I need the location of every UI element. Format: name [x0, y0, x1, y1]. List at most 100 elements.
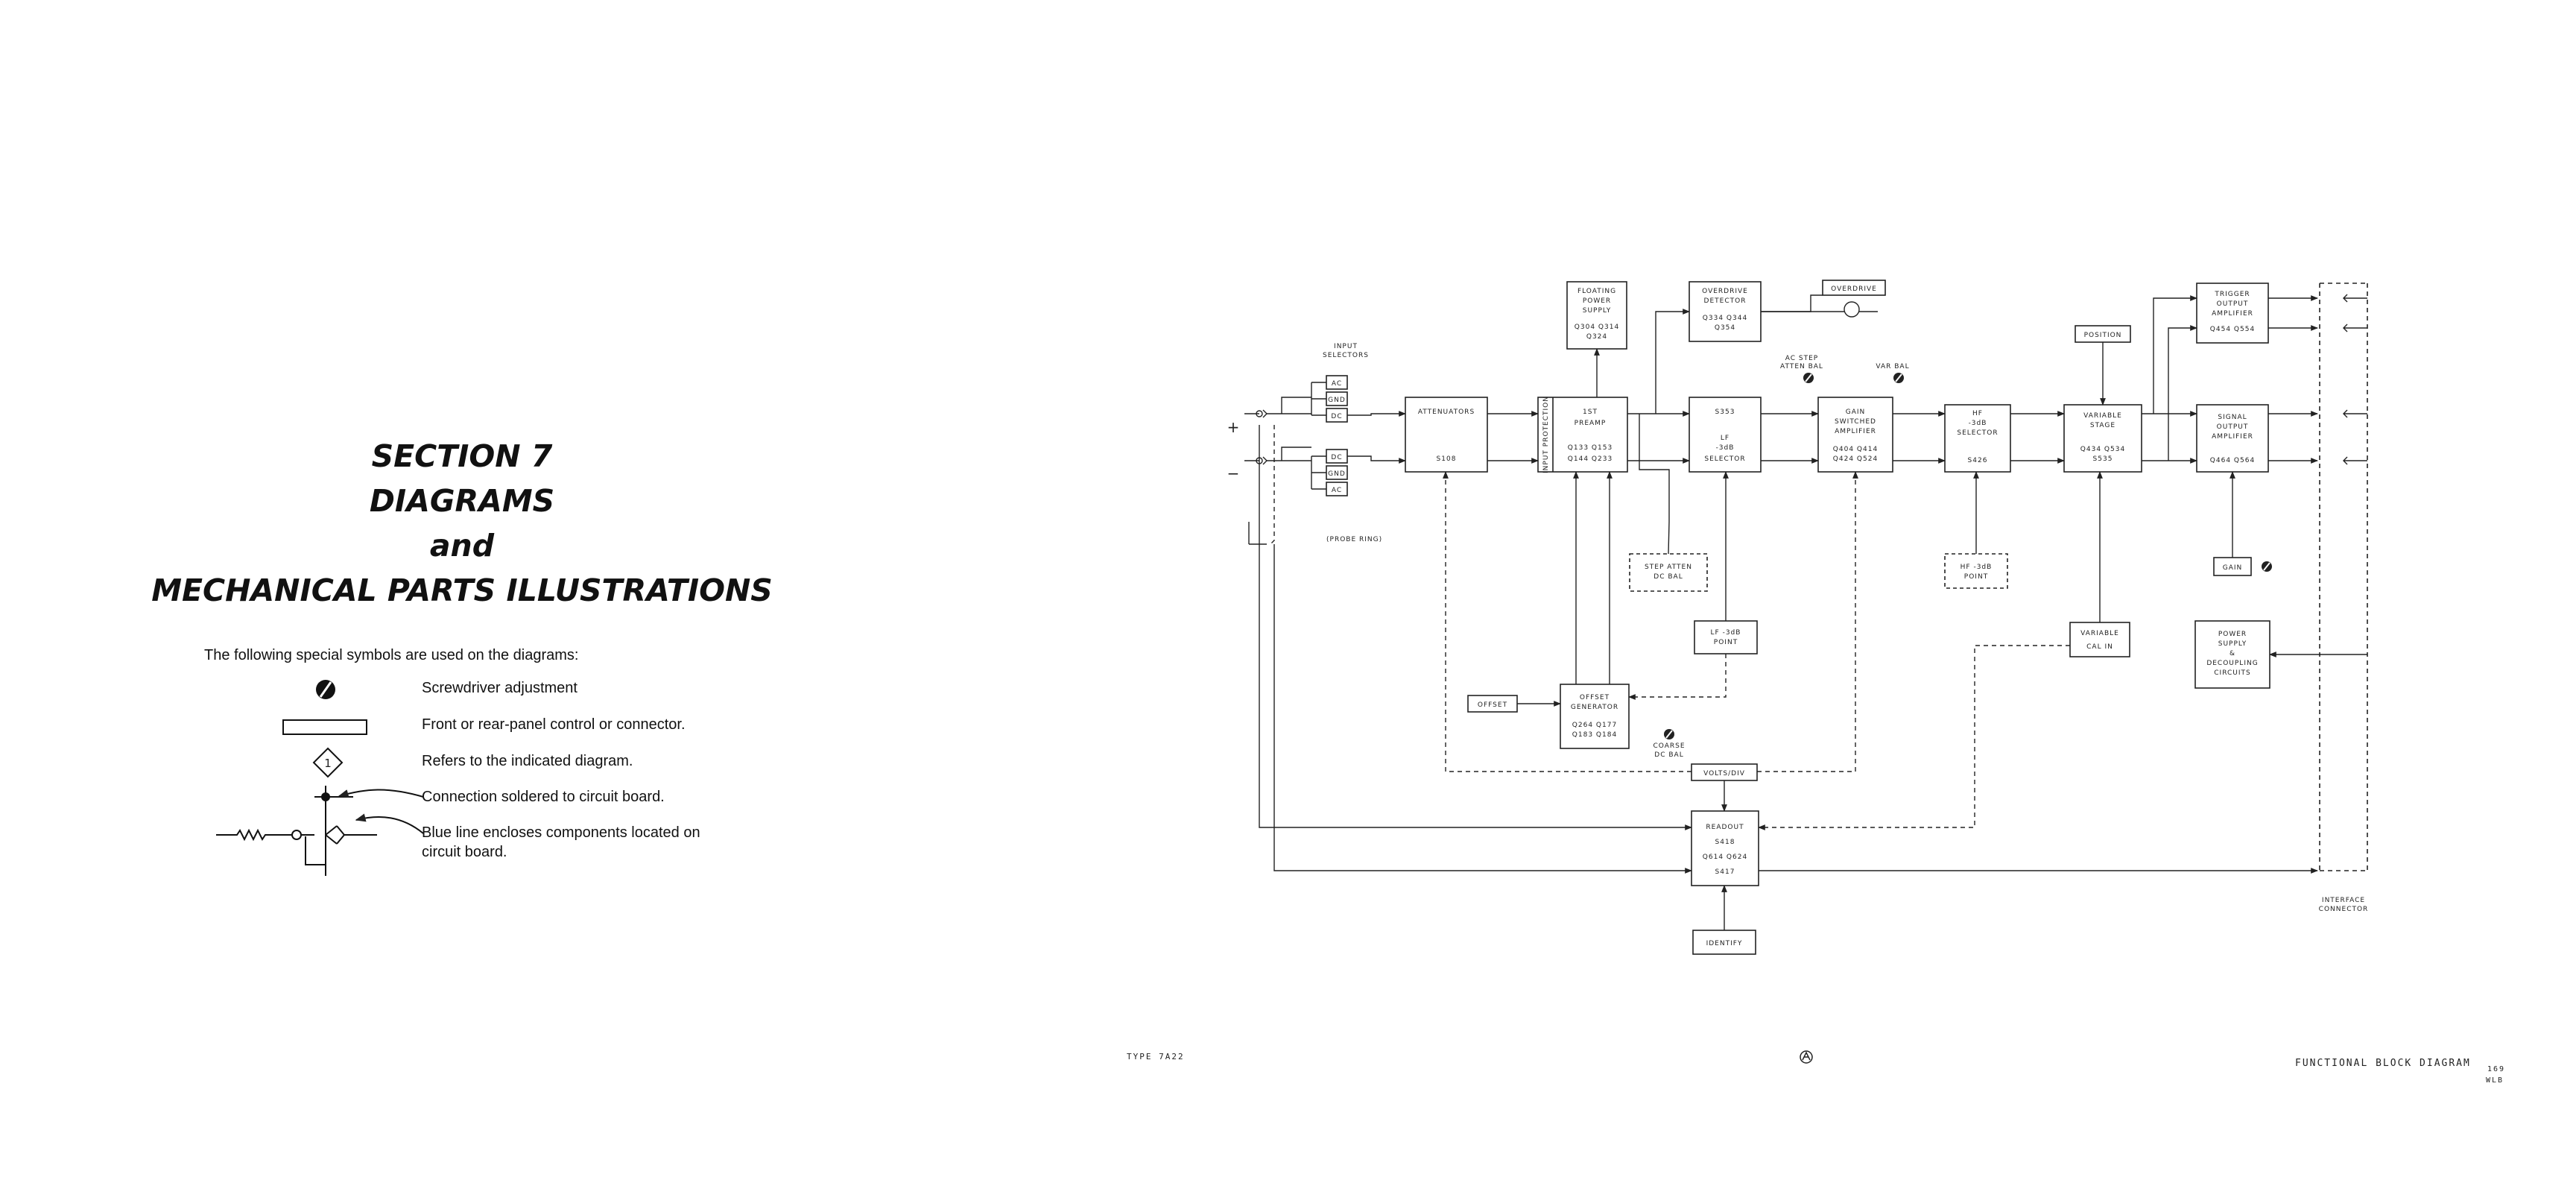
- section-title-mechanical: MECHANICAL PARTS ILLUSTRATIONS: [151, 572, 773, 608]
- variable-stage-4: S535: [2093, 455, 2113, 463]
- lf-selector-4: SELECTOR: [1704, 455, 1745, 463]
- gain-label: GAIN: [2223, 564, 2243, 572]
- offset-generator-block: [1560, 684, 1630, 749]
- readout-3: Q614 Q624: [1703, 854, 1747, 861]
- ac-label-2: AC: [1332, 487, 1342, 494]
- lf-selector-3: -3dB: [1716, 444, 1735, 452]
- hf-selector-3: SELECTOR: [1957, 429, 1998, 437]
- readout-2: S418: [1715, 839, 1735, 846]
- hf-selector-2: -3dB: [1969, 420, 1987, 427]
- identify-label: IDENTIFY: [1706, 940, 1743, 947]
- preamp-label-4: Q144 Q233: [1568, 455, 1613, 463]
- gnd-label: GND: [1328, 397, 1346, 404]
- coarse-dc-bal-adjust-icon: [1664, 729, 1674, 739]
- preamp-label-2: PREAMP: [1575, 420, 1607, 427]
- lf-point-block: [1694, 620, 1758, 654]
- gain-switched-2: SWITCHED: [1835, 418, 1876, 426]
- interface-connector-1: INTERFACE: [2322, 897, 2365, 904]
- step-atten-dc-bal-1: STEP ATTEN: [1645, 564, 1692, 571]
- ac-step-atten-bal-1: AC STEP: [1785, 355, 1818, 362]
- footer-page: 169: [2487, 1065, 2506, 1073]
- overdrive-detector-4: Q354: [1715, 324, 1735, 332]
- block-outlines: [1326, 280, 2368, 955]
- legend-screwdriver: Screwdriver adjustment: [422, 680, 577, 696]
- trigger-output-1: TRIGGER: [2214, 291, 2250, 298]
- overdrive-detector-1: OVERDRIVE: [1702, 288, 1748, 295]
- overdrive-detector-2: DETECTOR: [1704, 297, 1747, 305]
- volts-div-label: VOLTS/DIV: [1703, 770, 1745, 777]
- legend-panel-control: Front or rear-panel control or connector…: [422, 716, 686, 733]
- variable-cal-in-1: VARIABLE: [2080, 630, 2119, 637]
- legend-blue-line-1: Blue line encloses components located on: [422, 824, 700, 841]
- gain-switched-4: Q404 Q414: [1833, 446, 1878, 453]
- input-selectors-label-2: SELECTORS: [1323, 352, 1369, 359]
- power-supply-5: CIRCUITS: [2214, 669, 2250, 677]
- hf-selector-1: HF: [1972, 410, 1983, 417]
- variable-stage-2: STAGE: [2090, 422, 2115, 429]
- gnd-label-2: GND: [1328, 470, 1346, 478]
- signal-lines: [1244, 294, 2367, 930]
- trigger-output-block: [2196, 283, 2269, 344]
- offset-label: OFFSET: [1478, 701, 1507, 709]
- signal-output-4: Q464 Q564: [2210, 457, 2255, 464]
- floating-supply-5: Q324: [1586, 333, 1607, 341]
- gain-switched-3: AMPLIFIER: [1835, 428, 1876, 435]
- preamp-block: [1537, 397, 1628, 473]
- variable-cal-in-2: CAL IN: [2086, 643, 2113, 651]
- signal-output-2: OUTPUT: [2217, 423, 2249, 431]
- diagram-reference-icon: 1: [312, 747, 344, 778]
- var-bal-label: VAR BAL: [1876, 363, 1909, 370]
- overdrive-label: OVERDRIVE: [1831, 286, 1877, 293]
- legend-intro: The following special symbols are used o…: [204, 647, 579, 663]
- power-supply-2: SUPPLY: [2218, 640, 2247, 648]
- preamp-label-3: Q133 Q153: [1568, 444, 1613, 452]
- screwdriver-adjustment-icon: [316, 680, 335, 699]
- preamp-label-1: 1ST: [1583, 408, 1598, 416]
- offset-generator-3: Q264 Q177: [1572, 722, 1617, 729]
- ac-step-atten-bal-adjust-icon: [1803, 373, 1814, 383]
- signal-output-1: SIGNAL: [2218, 414, 2247, 421]
- ac-step-atten-bal-2: ATTEN BAL: [1780, 363, 1823, 370]
- hf-point-2: POINT: [1964, 573, 1988, 581]
- input-selectors-label: INPUT: [1334, 343, 1358, 350]
- interface-connector-2: CONNECTOR: [2319, 906, 2369, 913]
- attenuators-label: ATTENUATORS: [1418, 408, 1475, 416]
- footer-rev: WLB: [2486, 1076, 2504, 1085]
- coarse-dc-bal-1: COARSE: [1653, 742, 1685, 750]
- lf-selector-1: S353: [1715, 408, 1735, 416]
- hf-point-1: HF -3dB: [1961, 564, 1993, 571]
- trigger-output-4: Q454 Q554: [2210, 326, 2255, 333]
- input-protection-label: INPUT PROTECTION: [1542, 396, 1550, 473]
- var-bal-adjust-icon: [1893, 373, 1904, 383]
- gain-switched-1: GAIN: [1846, 408, 1866, 416]
- position-label: POSITION: [2084, 332, 2122, 339]
- plus-input-label: +: [1227, 418, 1240, 436]
- attenuators-switch: S108: [1437, 455, 1457, 463]
- trigger-output-3: AMPLIFIER: [2212, 310, 2253, 318]
- variable-stage-1: VARIABLE: [2083, 412, 2122, 420]
- tektronix-logo-icon: [1800, 1050, 1813, 1064]
- legend-soldered: Connection soldered to circuit board.: [422, 789, 665, 805]
- section-number: SECTION 7: [371, 438, 553, 474]
- signal-output-3: AMPLIFIER: [2212, 433, 2253, 441]
- overdrive-detector-3: Q334 Q344: [1703, 315, 1747, 322]
- gain-adjust-icon: [2262, 561, 2272, 572]
- dc-label: DC: [1331, 413, 1342, 420]
- ac-label: AC: [1332, 380, 1342, 388]
- hf-selector-4: S426: [1968, 457, 1988, 464]
- circuit-board-connection-icon: [216, 786, 424, 876]
- lf-selector-2: LF: [1721, 435, 1730, 442]
- section-title-and: and: [429, 528, 495, 564]
- diagram-reference-number: 1: [324, 757, 332, 770]
- legend-blue-line-2: circuit board.: [422, 844, 507, 860]
- panel-control-icon: [282, 719, 367, 735]
- legend-refers: Refers to the indicated diagram.: [422, 753, 633, 769]
- probe-ring-label: (PROBE RING): [1326, 536, 1382, 543]
- lf-point-2: POINT: [1714, 639, 1738, 646]
- readout-4: S417: [1715, 868, 1735, 876]
- power-supply-4: DECOUPLING: [2206, 660, 2258, 667]
- trigger-output-2: OUTPUT: [2217, 300, 2249, 308]
- floating-supply-4: Q304 Q314: [1575, 324, 1619, 331]
- offset-generator-4: Q183 Q184: [1572, 731, 1617, 739]
